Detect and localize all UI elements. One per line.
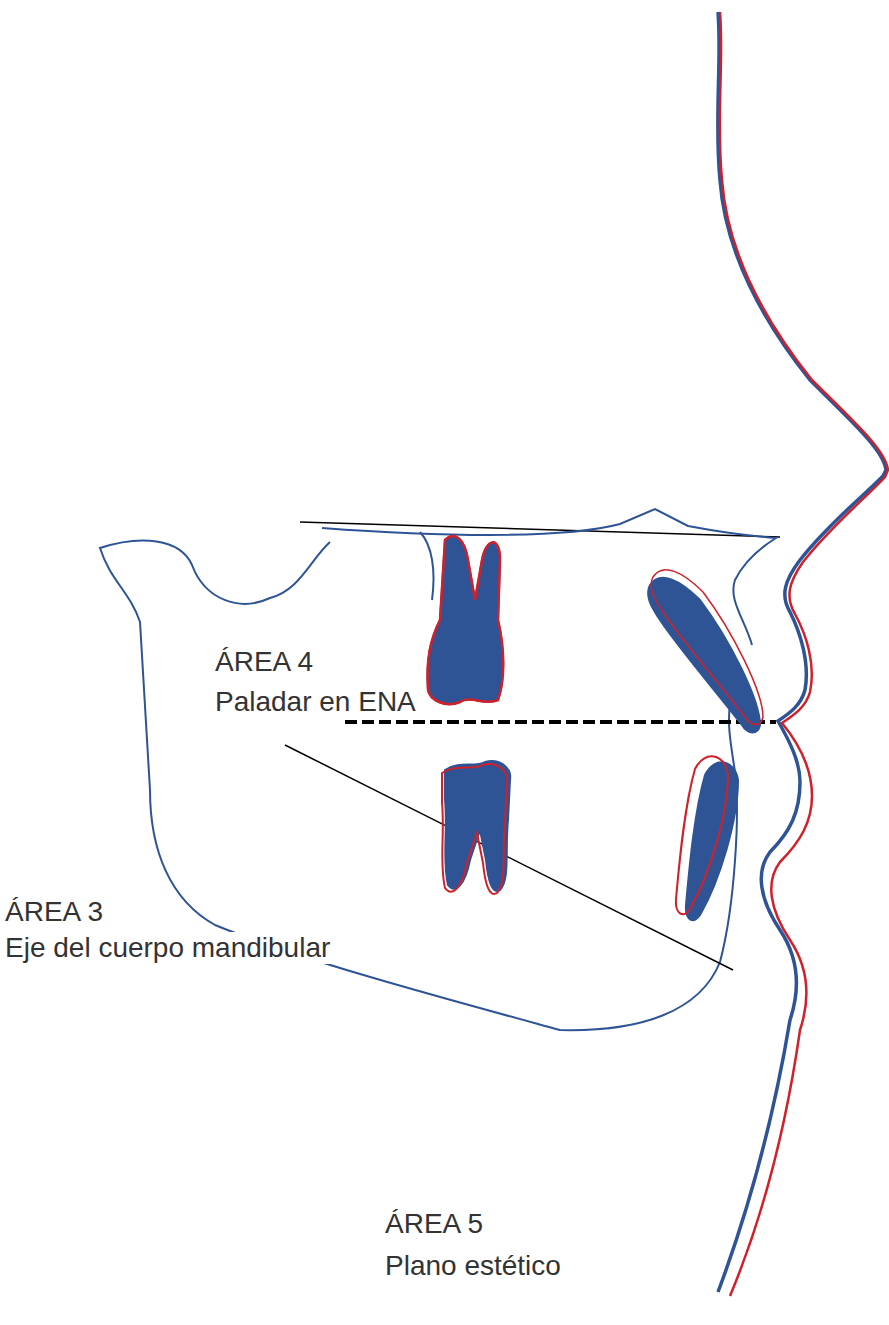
area-number: ÁREA 4 [212,646,316,678]
area-number: ÁREA 3 [2,896,106,928]
upper-molar [428,536,504,704]
lower-incisor-red [676,756,728,914]
area-label: Plano estético [382,1250,564,1282]
upper-incisor [648,578,760,733]
mandibular-body-axis [285,745,733,970]
area-label: Eje del cuerpo mandibular [2,932,333,964]
tuberosity [420,532,434,600]
area-label: Paladar en ENA [212,686,419,718]
profile-blue [718,12,886,1292]
upper-molar-red [428,536,504,704]
upper-incisor-red [651,570,763,725]
lower-molar-red [442,764,507,894]
profile-red [720,12,888,1296]
lower-incisor [686,762,738,920]
lower-molar [445,761,510,891]
area-number: ÁREA 5 [382,1208,486,1240]
occlusal-line [345,720,776,724]
